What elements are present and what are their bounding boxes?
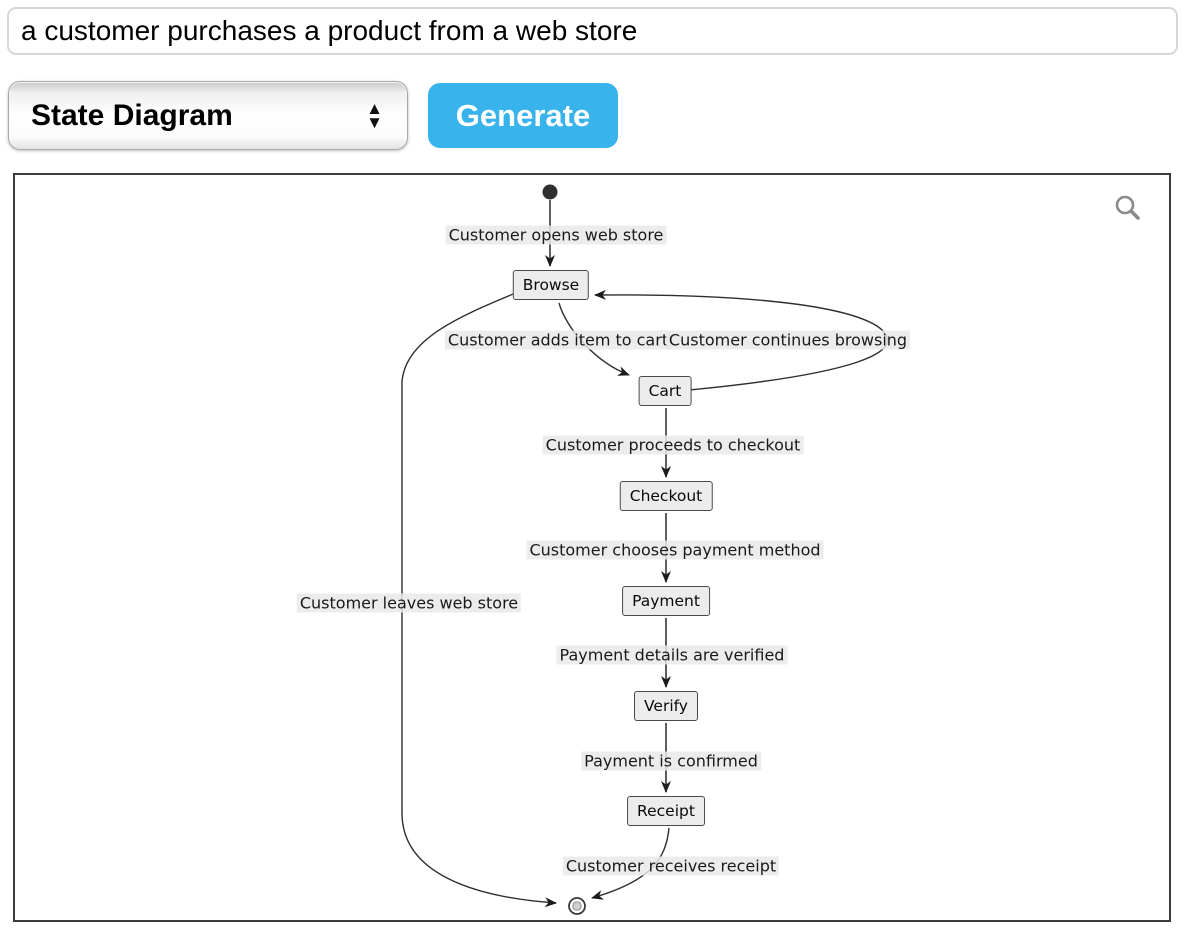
edge-label-cart-browse: Customer continues browsing bbox=[665, 330, 911, 350]
prompt-input[interactable] bbox=[7, 7, 1178, 55]
edge-label-cart-checkout: Customer proceeds to checkout bbox=[542, 435, 804, 455]
state-node-verify: Verify bbox=[634, 691, 698, 721]
state-diagram-canvas: Browse Cart Checkout Payment Verify Rece… bbox=[15, 175, 1169, 920]
edge-label-checkout-payment: Customer chooses payment method bbox=[526, 540, 824, 560]
edge-label-browse-cart: Customer adds item to cart bbox=[444, 330, 672, 350]
edge-cart-browse bbox=[594, 289, 889, 391]
state-node-payment: Payment bbox=[622, 586, 710, 616]
diagram-type-select[interactable]: State Diagram ▲▼ bbox=[8, 81, 408, 150]
generate-button[interactable]: Generate bbox=[428, 83, 618, 148]
state-node-browse: Browse bbox=[512, 270, 590, 300]
state-node-receipt: Receipt bbox=[627, 796, 705, 826]
zoom-icon[interactable] bbox=[1113, 193, 1143, 223]
select-updown-arrows-icon: ▲▼ bbox=[366, 98, 383, 132]
diagram-panel: Browse Cart Checkout Payment Verify Rece… bbox=[13, 173, 1171, 922]
edge-label-receipt-end: Customer receives receipt bbox=[562, 856, 780, 876]
edge-browse-end bbox=[401, 291, 557, 908]
edge-label-start-browse: Customer opens web store bbox=[445, 225, 667, 245]
edge-label-payment-verify: Payment details are verified bbox=[556, 645, 788, 665]
edge-label-verify-receipt: Payment is confirmed bbox=[581, 751, 761, 771]
final-state-inner-dot bbox=[572, 901, 582, 911]
state-node-cart: Cart bbox=[638, 376, 692, 406]
initial-state-dot bbox=[542, 184, 558, 200]
state-node-checkout: Checkout bbox=[619, 481, 713, 511]
edge-label-browse-end: Customer leaves web store bbox=[296, 593, 522, 613]
diagram-type-selected-value: State Diagram bbox=[31, 98, 233, 132]
